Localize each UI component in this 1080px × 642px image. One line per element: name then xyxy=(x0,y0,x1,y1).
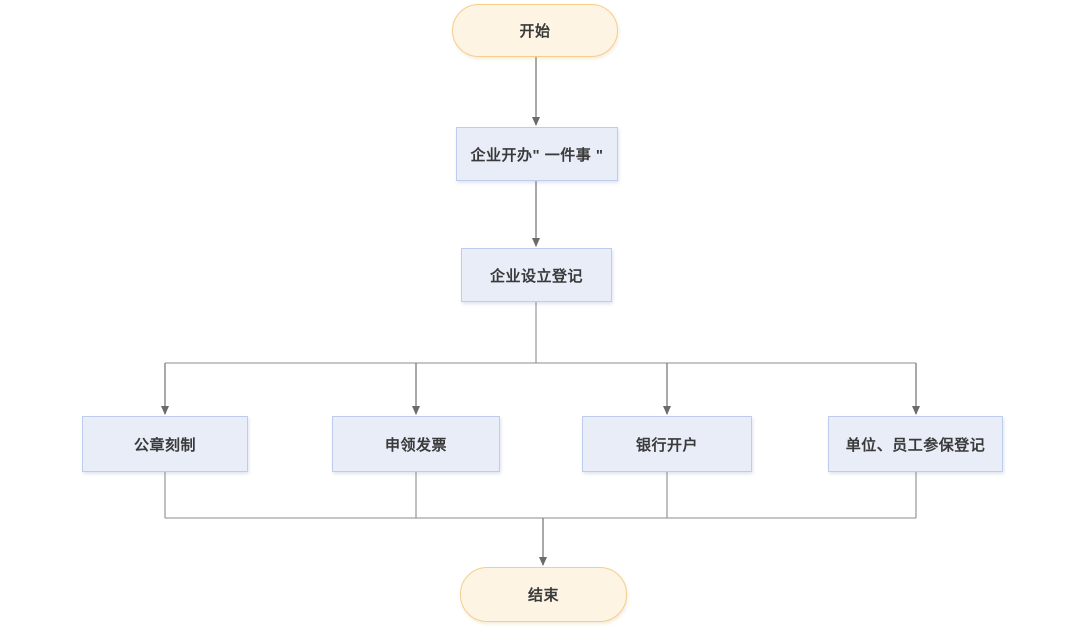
node-start: 开始 xyxy=(452,4,618,57)
node-end: 结束 xyxy=(460,567,627,622)
node-official-seal-engraving: 公章刻制 xyxy=(82,416,248,472)
node-enterprise-startup-one-thing: 企业开办" 一件事 " xyxy=(456,127,618,181)
node-enterprise-establishment-registration: 企业设立登记 xyxy=(461,248,612,302)
node-invoice-application: 申领发票 xyxy=(332,416,500,472)
node-bank-account-opening: 银行开户 xyxy=(582,416,752,472)
node-employer-employee-insurance-registration: 单位、员工参保登记 xyxy=(828,416,1003,472)
